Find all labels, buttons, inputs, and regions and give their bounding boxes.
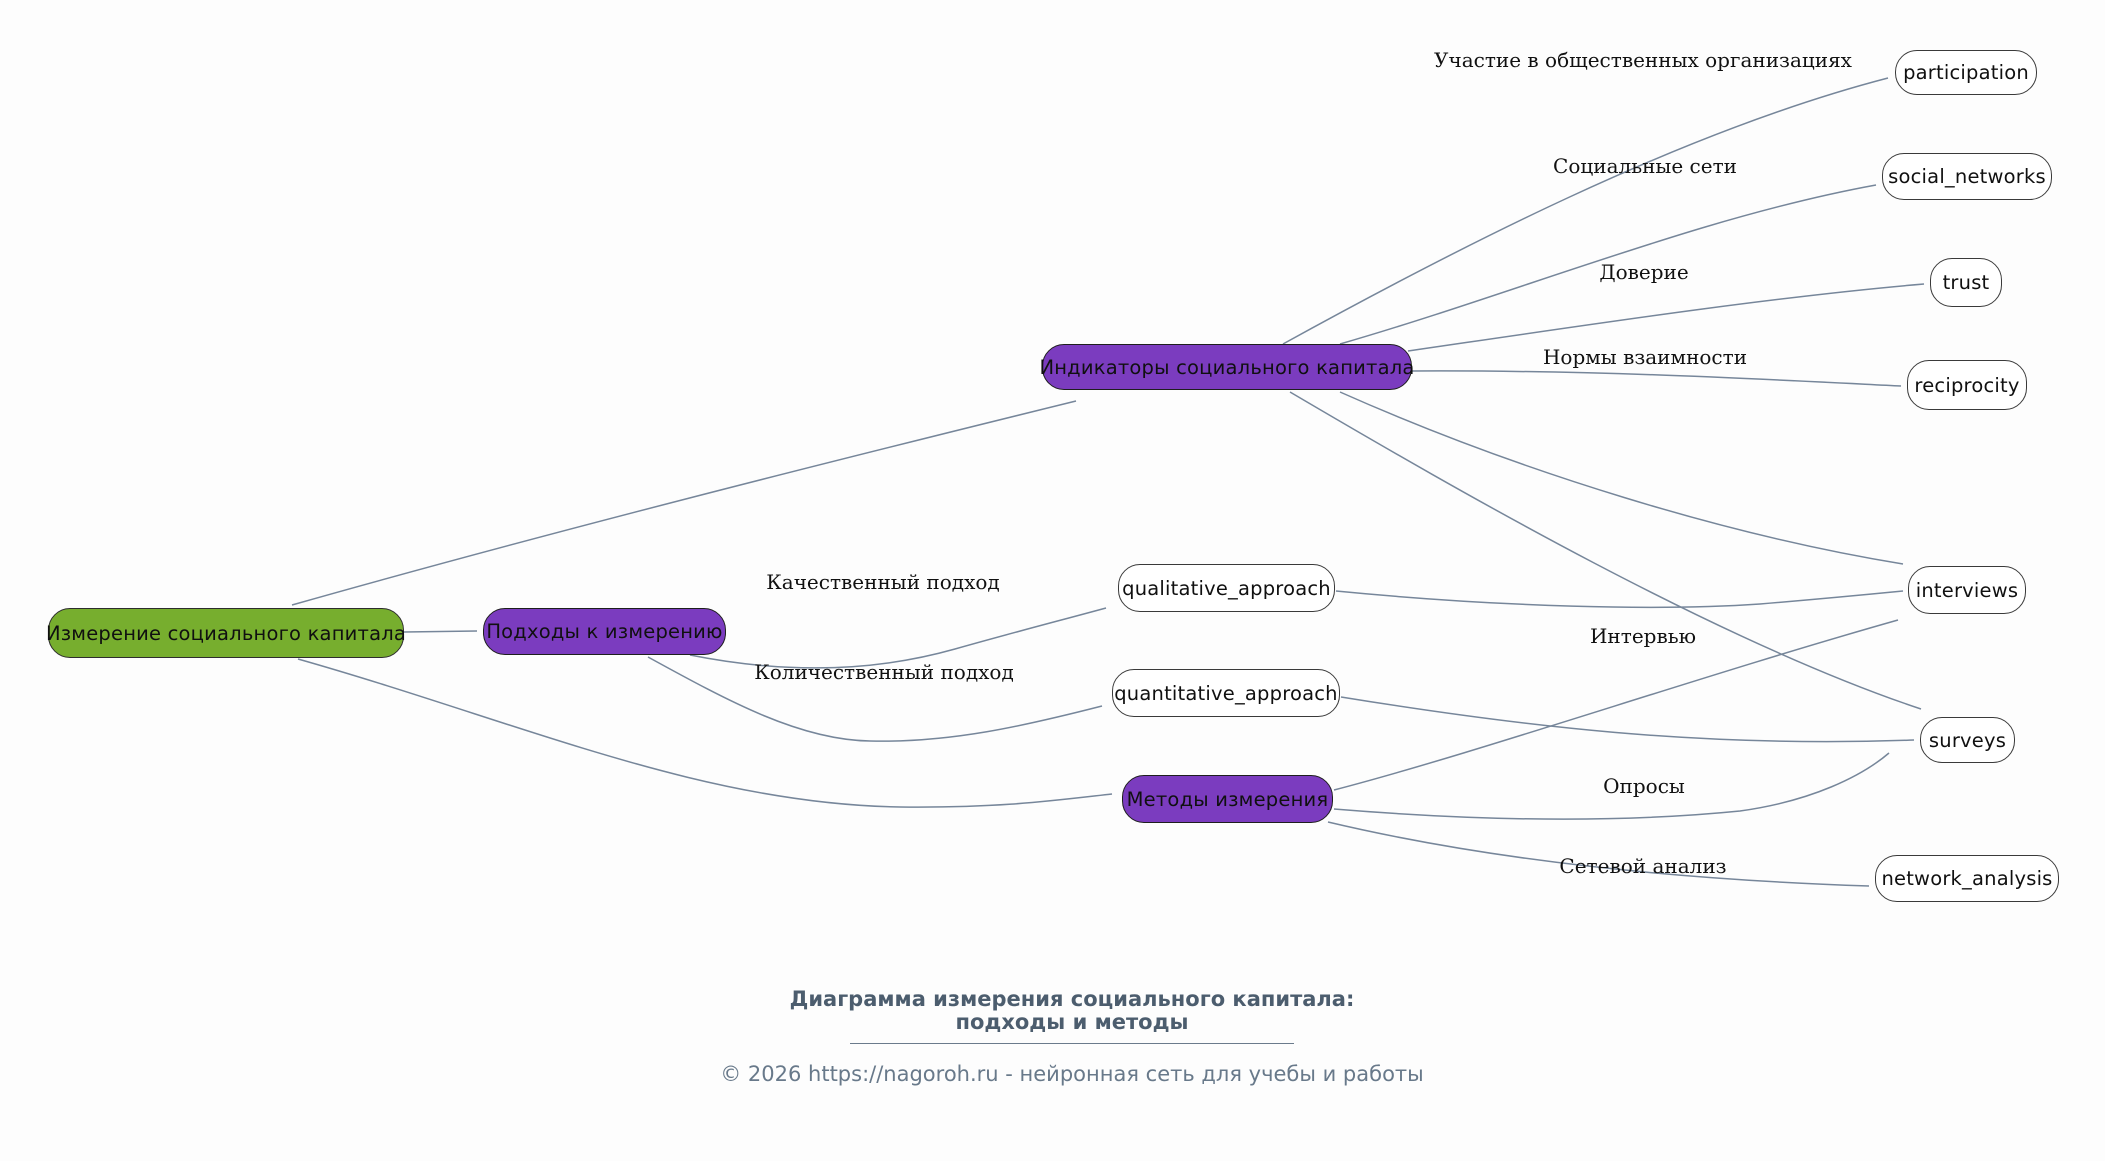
node-social_networks: social_networks [1882,153,2052,200]
edge-label-indikatory-social_networks: Социальные сети [1553,154,1737,178]
node-network_analysis: network_analysis [1875,855,2059,902]
node-metody: Методы измерения [1122,775,1333,823]
node-indikatory: Индикаторы социального капитала [1039,344,1414,390]
node-quantitative_approach: quantitative_approach [1112,669,1340,717]
node-participation: participation [1895,50,2037,95]
node-surveys: surveys [1920,717,2015,763]
diagram-footer: Диаграмма измерения социального капитала… [622,988,1522,1087]
node-podkhody: Подходы к измерению [483,608,726,655]
edge-metody-interviews [1333,619,1899,791]
footer-title: Диаграмма измерения социального капитала… [622,988,1522,1033]
node-interviews: interviews [1908,566,2026,614]
edge-label-podkhody-qualitative_approach: Качественный подход [766,570,1000,594]
edge-metody-network_analysis [1327,821,1870,887]
edge-izmerenie-metody [297,658,1113,808]
edge-metody-surveys [1333,752,1890,820]
node-qualitative_approach: qualitative_approach [1118,564,1335,612]
edge-indikatory-participation [1282,77,1889,345]
edge-label-metody-network_analysis: Сетевой анализ [1559,854,1727,878]
footer-title-line2: подходы и методы [955,1009,1189,1034]
edge-izmerenie-indikatory [291,400,1077,606]
edge-indikatory-reciprocity [1411,370,1902,387]
node-trust: trust [1930,258,2002,307]
edge-podkhody-qualitative_approach [689,607,1107,669]
edge-indikatory-trust [1407,283,1925,352]
edge-izmerenie-podkhody [403,630,478,633]
edge-qualitative_approach-interviews [1335,590,1904,609]
footer-copyright: © 2026 https://nagoroh.ru - нейронная се… [720,1062,1424,1087]
edge-label-metody-surveys: Опросы [1603,774,1685,798]
node-reciprocity: reciprocity [1907,360,2027,410]
footer-separator [850,1043,1294,1045]
edge-label-indikatory-participation: Участие в общественных организациях [1434,48,1852,72]
edge-label-podkhody-quantitative_approach: Количественный подход [754,660,1014,684]
edge-indikatory-social_networks [1339,184,1877,345]
edge-quantitative_approach-surveys [1340,696,1915,743]
edge-indikatory-surveys [1289,391,1922,710]
node-izmerenie: Измерение социального капитала [46,608,406,658]
edge-label-indikatory-reciprocity: Нормы взаимности [1542,345,1748,369]
edge-label-metody-interviews: Интервью [1589,624,1697,648]
edge-podkhody-quantitative_approach [647,656,1103,742]
edge-label-indikatory-trust: Доверие [1599,260,1689,284]
footer-title-line1: Диаграмма измерения социального капитала… [789,987,1355,1011]
edge-indikatory-interviews [1339,391,1904,565]
